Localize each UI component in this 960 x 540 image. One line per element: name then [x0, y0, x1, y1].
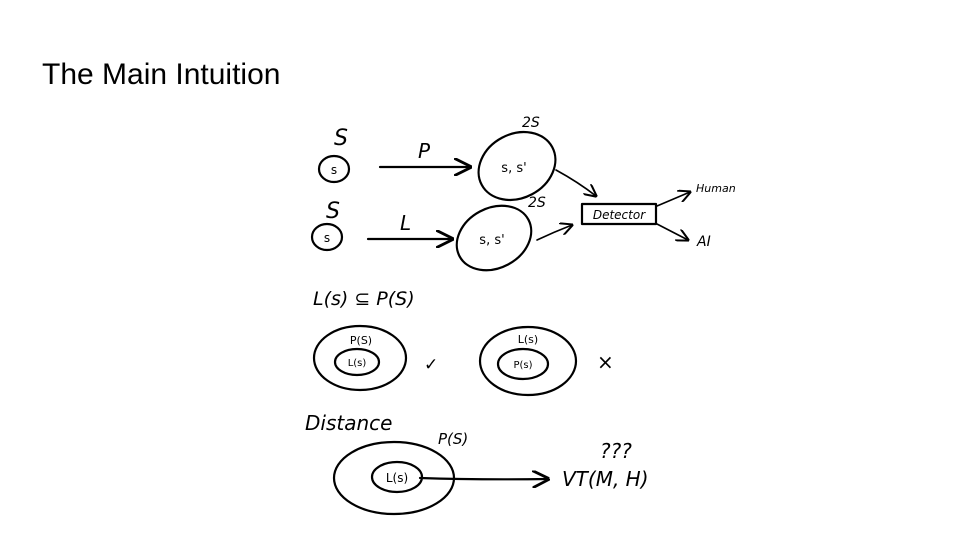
row1-node-circle [317, 154, 351, 184]
detector-human-label: Human [696, 182, 736, 195]
valid-outer-circle [312, 324, 408, 392]
subset-statement: L(s) ⊆ P(S) [313, 288, 415, 310]
valid-check-mark: ✓ [424, 355, 438, 375]
distance-heading: Distance [305, 411, 392, 435]
distance-inner-label: L(s) [386, 471, 408, 485]
detector-box [580, 202, 658, 226]
row1-node-label: s [331, 163, 337, 177]
row1-sample-ellipse [477, 130, 557, 202]
row2-sample-label: s, s' [479, 233, 504, 248]
invalid-outer-circle [478, 325, 578, 397]
distance-outer-label: P(S) [438, 430, 468, 448]
distance-arrow [418, 478, 548, 479]
detector-label: Detector [593, 208, 646, 222]
row2-node-circle [310, 222, 344, 252]
invalid-cross-mark: × [597, 350, 614, 374]
row2-to-detector-arrow [536, 225, 572, 241]
row2-set-label: S [326, 199, 340, 224]
row1-to-detector-arrow [555, 169, 596, 196]
row1-set-label: S [334, 126, 348, 151]
row2-sample-ellipse [455, 204, 533, 272]
invalid-inner-label: P(s) [513, 360, 532, 371]
valid-inner-label: L(s) [348, 358, 367, 369]
valid-outer-label: P(S) [350, 334, 372, 347]
row2-power-label: 2S [528, 195, 546, 211]
slide-title: The Main Intuition [42, 58, 281, 91]
row1-sample-label: s, s' [501, 161, 526, 176]
valid-inner-circle [333, 347, 381, 377]
row2-arrow-label: L [400, 211, 411, 235]
detector-ai-label: AI [696, 234, 711, 250]
invalid-inner-circle [496, 347, 550, 381]
row1-power-label: 2S [522, 115, 540, 131]
row2-node-label: s [324, 231, 330, 245]
detector-human-arrow [656, 192, 690, 207]
invalid-outer-label: L(s) [518, 333, 538, 346]
distance-question: ??? [600, 439, 632, 463]
row1-arrow-label: P [418, 139, 431, 163]
distance-result: VT(M, H) [562, 467, 649, 491]
detector-ai-arrow [656, 223, 688, 240]
